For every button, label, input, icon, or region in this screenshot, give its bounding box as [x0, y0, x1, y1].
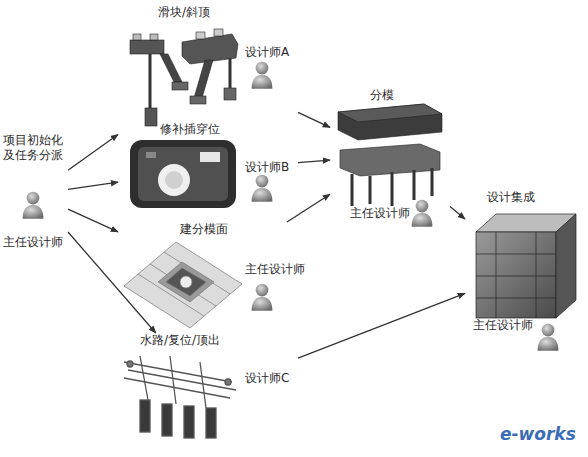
role-label: 设计师A	[245, 45, 305, 60]
integration-node: 设计集成主任设计师	[465, 190, 585, 350]
person-icons-part	[252, 175, 273, 202]
slider-lifter-illustration	[130, 29, 238, 126]
role-label: 主任设计师	[245, 262, 315, 277]
split-mold-illustration-part	[391, 172, 394, 206]
role-label: 主任设计师	[3, 235, 67, 250]
parting-surface-illustration-part	[180, 276, 192, 288]
insert-shutoff-illustration-part	[200, 152, 220, 162]
person-icons-part	[538, 324, 559, 351]
insert-shutoff-illustration-part	[146, 152, 156, 158]
split-mold-illustration-part	[338, 104, 442, 122]
slider-lifter-illustration-part	[150, 34, 158, 40]
slider-lifter-illustration-part	[172, 82, 188, 90]
slider-lifter-illustration-part	[149, 54, 152, 110]
split-mold-illustration-part	[351, 174, 354, 206]
person-icons-part	[23, 192, 44, 219]
person-icons-part	[412, 200, 433, 227]
assembled-mold-illustration-part	[536, 232, 537, 318]
insert-shutoff-illustration	[130, 140, 236, 208]
cooling-ejection-illustration-part	[140, 400, 150, 432]
flow-arrow	[298, 293, 465, 358]
slider-lifter-illustration-part	[214, 29, 223, 36]
assembled-mold-illustration-part	[556, 214, 576, 318]
slider-lifter-illustration-part	[196, 32, 205, 39]
flow-arrow	[298, 160, 330, 163]
split-mold-illustration-part	[338, 104, 442, 140]
insert-shutoff-illustration-part	[165, 171, 183, 189]
slider-lifter-illustration-part	[130, 40, 164, 54]
insert-shutoff-illustration-part	[130, 140, 236, 208]
split-mold-illustration-part	[431, 168, 434, 196]
flow-arrow	[298, 112, 330, 127]
split-mold-illustration-part	[340, 144, 440, 176]
flow-arrow	[68, 209, 118, 232]
task-node: 水路/复位/顶出设计师C	[118, 333, 298, 453]
role-label: 主任设计师	[473, 318, 543, 333]
task-node: 修补插穿位设计师B	[118, 122, 298, 217]
slider-lifter-illustration-part	[145, 108, 157, 126]
slider-lifter-illustration-part	[133, 34, 141, 40]
flow-arrow	[68, 232, 156, 333]
role-label: 设计师B	[245, 160, 305, 175]
task-title: 分模	[370, 88, 410, 103]
person-icons-part	[252, 62, 273, 89]
slider-lifter-illustration-part	[160, 54, 182, 82]
cooling-ejection-illustration	[124, 356, 236, 438]
assembled-mold-illustration-part	[476, 232, 556, 318]
flow-arrow	[287, 194, 330, 222]
task-assign-node: 项目初始化及任务分派主任设计师	[2, 133, 68, 255]
flow-arrow	[68, 135, 118, 171]
task-node: 滑块/斜顶设计师A	[118, 5, 298, 135]
assembled-mold-illustration-part	[476, 276, 556, 277]
task-node: 建分模面主任设计师	[118, 222, 298, 324]
task-title: 建分模面	[180, 222, 250, 237]
cooling-ejection-illustration-part	[140, 356, 148, 400]
cooling-ejection-illustration-part	[206, 408, 216, 438]
task-title: 修补插穿位	[160, 122, 240, 137]
slider-lifter-illustration-part	[229, 58, 232, 90]
cooling-ejection-illustration-part	[200, 362, 206, 408]
insert-shutoff-illustration-part	[158, 164, 190, 196]
slider-lifter-illustration-part	[190, 96, 206, 104]
parting-surface-illustration	[124, 242, 242, 328]
cooling-ejection-illustration-part	[162, 404, 172, 436]
split-mold-illustration	[338, 104, 442, 206]
person-icons	[23, 62, 559, 351]
assembled-mold-illustration-part	[496, 232, 497, 318]
cooling-ejection-illustration-part	[170, 356, 176, 404]
cooling-ejection-illustration-part	[184, 406, 194, 438]
task-title: 设计集成	[487, 190, 547, 205]
role-label: 设计师C	[245, 371, 305, 386]
cooling-ejection-illustration-part	[124, 378, 230, 398]
slider-lifter-illustration-part	[194, 60, 213, 98]
insert-shutoff-illustration-part	[138, 147, 228, 201]
assembled-mold-illustration	[476, 214, 576, 318]
merge-node: 分模主任设计师	[330, 88, 450, 223]
task-title: 项目初始化及任务分派	[3, 133, 67, 163]
split-mold-illustration-part	[369, 176, 372, 204]
assembled-mold-illustration-part	[476, 298, 556, 299]
cooling-ejection-illustration-part	[225, 379, 231, 385]
slider-lifter-illustration-part	[224, 88, 236, 100]
cooling-ejection-illustration-part	[127, 361, 133, 367]
role-label: 主任设计师	[350, 206, 420, 221]
parting-surface-illustration-part	[124, 242, 242, 328]
split-mold-illustration-part	[413, 170, 416, 200]
flow-arrow	[68, 182, 118, 189]
person-icons-part	[252, 284, 273, 311]
flow-arrow	[450, 206, 465, 219]
parting-surface-illustration-part	[166, 268, 206, 296]
task-title: 滑块/斜顶	[158, 5, 238, 20]
assembled-mold-illustration-part	[476, 254, 556, 255]
task-title: 水路/复位/顶出	[140, 333, 240, 348]
parting-surface-illustration-part	[158, 262, 214, 302]
watermark: e-works	[500, 424, 576, 444]
